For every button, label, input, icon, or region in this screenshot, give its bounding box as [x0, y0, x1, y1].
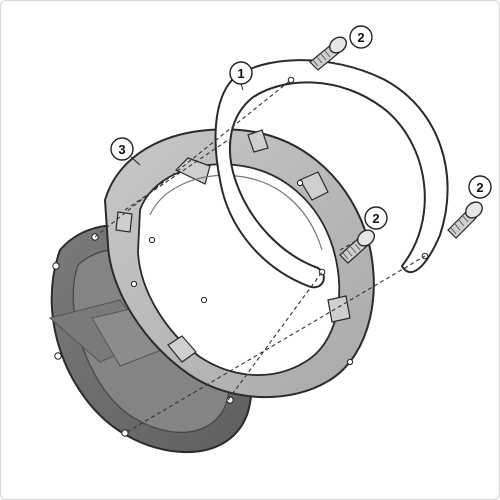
- flange-holes: [130, 179, 354, 366]
- screw-right: [447, 201, 483, 239]
- callout-1-label: 1: [237, 66, 244, 81]
- screw-middle: [339, 229, 375, 264]
- callout-3-label: 3: [118, 142, 125, 157]
- callout-1: 1: [229, 61, 253, 91]
- callout-3: 3: [110, 137, 141, 166]
- callout-2-right: 2: [468, 175, 492, 199]
- callout-2-top: 2: [349, 25, 373, 49]
- callout-2-right-label: 2: [476, 180, 483, 195]
- callout-2-top-label: 2: [357, 30, 364, 45]
- screw-top: [309, 36, 347, 71]
- callout-2-middle: 2: [364, 206, 388, 230]
- callout-2-middle-label: 2: [372, 211, 379, 226]
- ring-hole-top: [287, 76, 295, 84]
- flange-adapter-ring: [103, 128, 375, 399]
